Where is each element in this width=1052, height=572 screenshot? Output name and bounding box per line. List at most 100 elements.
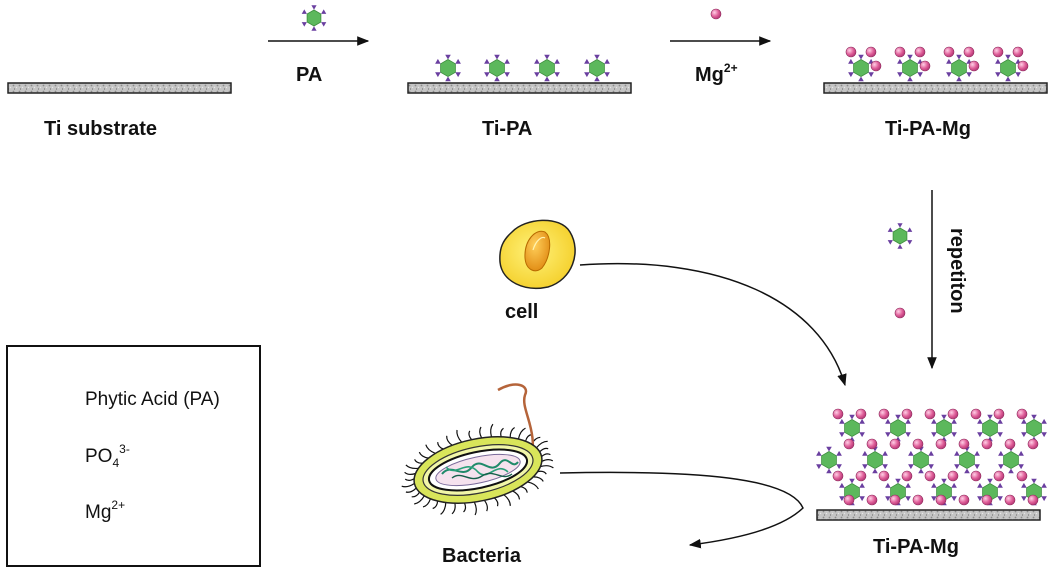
- phosphate-icon: [897, 244, 903, 249]
- magnesium-ion-icon: [1004, 438, 1016, 450]
- phosphate-icon: [594, 54, 600, 60]
- phosphate-icon: [435, 58, 441, 64]
- magnesium-ion-icon: [1027, 438, 1039, 450]
- phytic-acid-icon: [1026, 419, 1042, 437]
- ti-pa-label: Ti-PA: [482, 118, 532, 140]
- phosphate-icon: [1031, 414, 1037, 420]
- ti-pa-mg-molecules-top: [845, 46, 1029, 82]
- bacteria-illustration: [401, 383, 554, 516]
- bacteria-curve-arrow: [559, 471, 804, 549]
- magnesium-ion-icon: [958, 438, 970, 450]
- cell-label: cell: [505, 301, 538, 323]
- magnesium-ion-icon: [878, 408, 890, 420]
- phosphate-icon: [826, 468, 832, 474]
- phosphate-icon: [951, 496, 957, 502]
- phosphate-icon: [905, 432, 911, 438]
- magnesium-ion-icon: [958, 494, 970, 506]
- phosphate-icon: [826, 446, 832, 452]
- magnesium-ion-icon: [935, 438, 947, 450]
- magnesium-ion-icon: [993, 470, 1005, 482]
- phosphate-icon: [987, 414, 993, 420]
- phosphate-icon: [931, 496, 937, 502]
- magnesium-ion-icon: [935, 494, 947, 506]
- magnesium-ion-icon: [968, 60, 980, 72]
- magnesium-ion-icon: [901, 408, 913, 420]
- magnesium-ion-icon: [1004, 494, 1016, 506]
- phosphate-icon: [859, 432, 865, 438]
- magnesium-ion-icon: [889, 494, 901, 506]
- phosphate-icon: [1021, 496, 1027, 502]
- phosphate-icon: [956, 54, 962, 60]
- legend-mg-label: Mg2+: [85, 498, 125, 523]
- phosphate-icon: [917, 72, 923, 78]
- phosphate-icon: [859, 482, 865, 488]
- magnesium-ion-icon: [993, 408, 1005, 420]
- phosphate-icon: [435, 72, 441, 78]
- phytic-acid-icon: [589, 59, 605, 77]
- legend-po4-label: PO43-: [85, 442, 130, 470]
- phosphate-icon: [849, 478, 855, 484]
- phosphate-icon: [977, 482, 983, 488]
- legend-pa-label: Phytic Acid (PA): [85, 389, 220, 410]
- phosphate-icon: [928, 450, 934, 456]
- phosphate-icon: [849, 414, 855, 420]
- phosphate-icon: [839, 496, 845, 502]
- mg-ion-icon: [710, 8, 722, 20]
- phosphate-icon: [484, 58, 490, 64]
- magnesium-ion-icon: [981, 438, 993, 450]
- bacteria-label: Bacteria: [442, 545, 522, 567]
- phosphate-icon: [905, 496, 911, 502]
- phytic-acid-icon: [892, 227, 908, 245]
- phosphate-icon: [455, 58, 461, 64]
- magnesium-ion-icon: [866, 438, 878, 450]
- phosphate-icon: [882, 450, 888, 456]
- phosphate-icon: [954, 464, 960, 470]
- phosphate-icon: [839, 482, 845, 488]
- phosphate-icon: [859, 418, 865, 424]
- phosphate-icon: [885, 496, 891, 502]
- repetition-icons: [887, 223, 913, 319]
- magnesium-ion-icon: [901, 470, 913, 482]
- magnesium-ion-icon: [894, 307, 906, 319]
- phosphate-icon: [977, 496, 983, 502]
- phosphate-icon: [301, 9, 307, 14]
- magnesium-ion-icon: [1027, 494, 1039, 506]
- phosphate-icon: [905, 482, 911, 488]
- magnesium-ion-icon: [870, 60, 882, 72]
- magnesium-ion-icon: [1016, 408, 1028, 420]
- phosphate-icon: [321, 22, 327, 27]
- phytic-acid-icon: [844, 419, 860, 437]
- phosphate-icon: [584, 58, 590, 64]
- phosphate-icon: [897, 72, 903, 78]
- phosphate-icon: [816, 450, 822, 456]
- ti-pa-substrate-bar: [407, 82, 632, 94]
- magnesium-ion-icon: [865, 46, 877, 58]
- phosphate-icon: [931, 418, 937, 424]
- phosphate-icon: [997, 482, 1003, 488]
- phosphate-icon: [848, 58, 854, 64]
- phosphate-icon: [872, 468, 878, 474]
- phosphate-icon: [554, 72, 560, 78]
- phosphate-icon: [987, 478, 993, 484]
- phosphate-icon: [455, 72, 461, 78]
- phosphate-icon: [908, 450, 914, 456]
- phosphate-icon: [1021, 432, 1027, 438]
- phosphate-icon: [859, 496, 865, 502]
- magnesium-ion-icon: [866, 494, 878, 506]
- phosphate-icon: [882, 464, 888, 470]
- ti-pa-molecules: [435, 54, 610, 82]
- phosphate-icon: [494, 76, 500, 82]
- phosphate-icon: [885, 432, 891, 438]
- phosphate-icon: [1041, 482, 1047, 488]
- step3-label: repetiton: [946, 228, 968, 314]
- phosphate-icon: [1005, 54, 1011, 60]
- phytic-acid-icon: [951, 59, 967, 77]
- phosphate-icon: [311, 5, 317, 10]
- phosphate-icon: [951, 418, 957, 424]
- phosphate-icon: [862, 464, 868, 470]
- phosphate-icon: [544, 76, 550, 82]
- phosphate-icon: [997, 432, 1003, 438]
- phosphate-icon: [544, 54, 550, 60]
- phosphate-icon: [301, 22, 307, 27]
